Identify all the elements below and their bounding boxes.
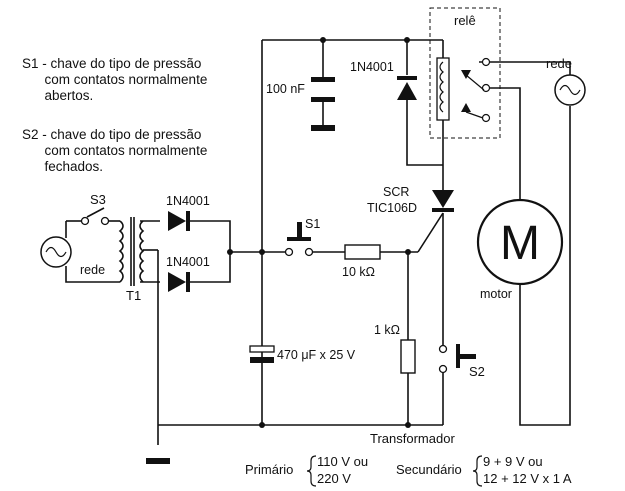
note-s1: S1 - chave do tipo de pressão com contat…: [22, 56, 208, 103]
scr-label-line1: SCR: [383, 185, 409, 199]
primary-value-2: 220 V: [317, 471, 351, 486]
diode-top-label: 1N4001: [166, 194, 210, 208]
transformer-spec-title: Transformador: [370, 431, 455, 446]
switch-s3: [80, 207, 110, 226]
resistor-10k: [344, 244, 381, 260]
switch-s3-label: S3: [90, 192, 106, 207]
capacitor-470uf-label: 470 μF x 25 V: [277, 348, 356, 362]
junction-dots: [227, 37, 411, 428]
switch-s2: [438, 344, 476, 374]
ac-source-left: [40, 236, 72, 268]
secondary-label: Secundário: [396, 462, 462, 477]
scr: [432, 190, 454, 212]
resistor-10k-label: 10 kΩ: [342, 265, 375, 279]
resistor-1k: [400, 339, 416, 374]
scr-label-line2: TIC106D: [367, 201, 417, 215]
resistor-1k-label: 1 kΩ: [374, 323, 400, 337]
transformer-t1: [118, 217, 145, 286]
diode-relay: [397, 76, 417, 100]
capacitor-100nf: [311, 77, 335, 131]
diode-bottom-label: 1N4001: [166, 255, 210, 269]
relay: [429, 7, 501, 139]
relay-label: relê: [454, 13, 476, 28]
switch-s1: [284, 222, 314, 257]
wiring: [65, 39, 571, 445]
switch-s1-label: S1: [305, 217, 320, 231]
motor-label: motor: [480, 287, 512, 301]
diode-relay-label: 1N4001: [350, 60, 394, 74]
motor: [476, 198, 564, 286]
diode-top: [168, 211, 190, 231]
secondary-value-1: 9 + 9 V ou: [483, 454, 543, 469]
secondary-value-2: 12 + 12 V x 1 A: [483, 471, 572, 486]
primary-value-1: 110 V ou: [317, 454, 368, 469]
primary-label: Primário: [245, 462, 293, 477]
diode-bottom: [168, 272, 190, 292]
ac-source-right: [554, 74, 586, 106]
capacitor-470uf: [249, 345, 275, 363]
secondary-brace: [472, 455, 483, 487]
capacitor-100nf-label: 100 nF: [266, 82, 305, 96]
ground-symbol: [146, 458, 170, 464]
switch-s2-label: S2: [469, 364, 485, 379]
ac-source-left-label: rede: [80, 263, 105, 277]
motor-symbol: M: [500, 217, 540, 270]
ac-source-right-label: rede: [546, 56, 572, 71]
note-s2: S2 - chave do tipo de pressão com contat…: [22, 127, 208, 174]
transformer-label: T1: [126, 288, 141, 303]
primary-brace: [306, 455, 317, 487]
